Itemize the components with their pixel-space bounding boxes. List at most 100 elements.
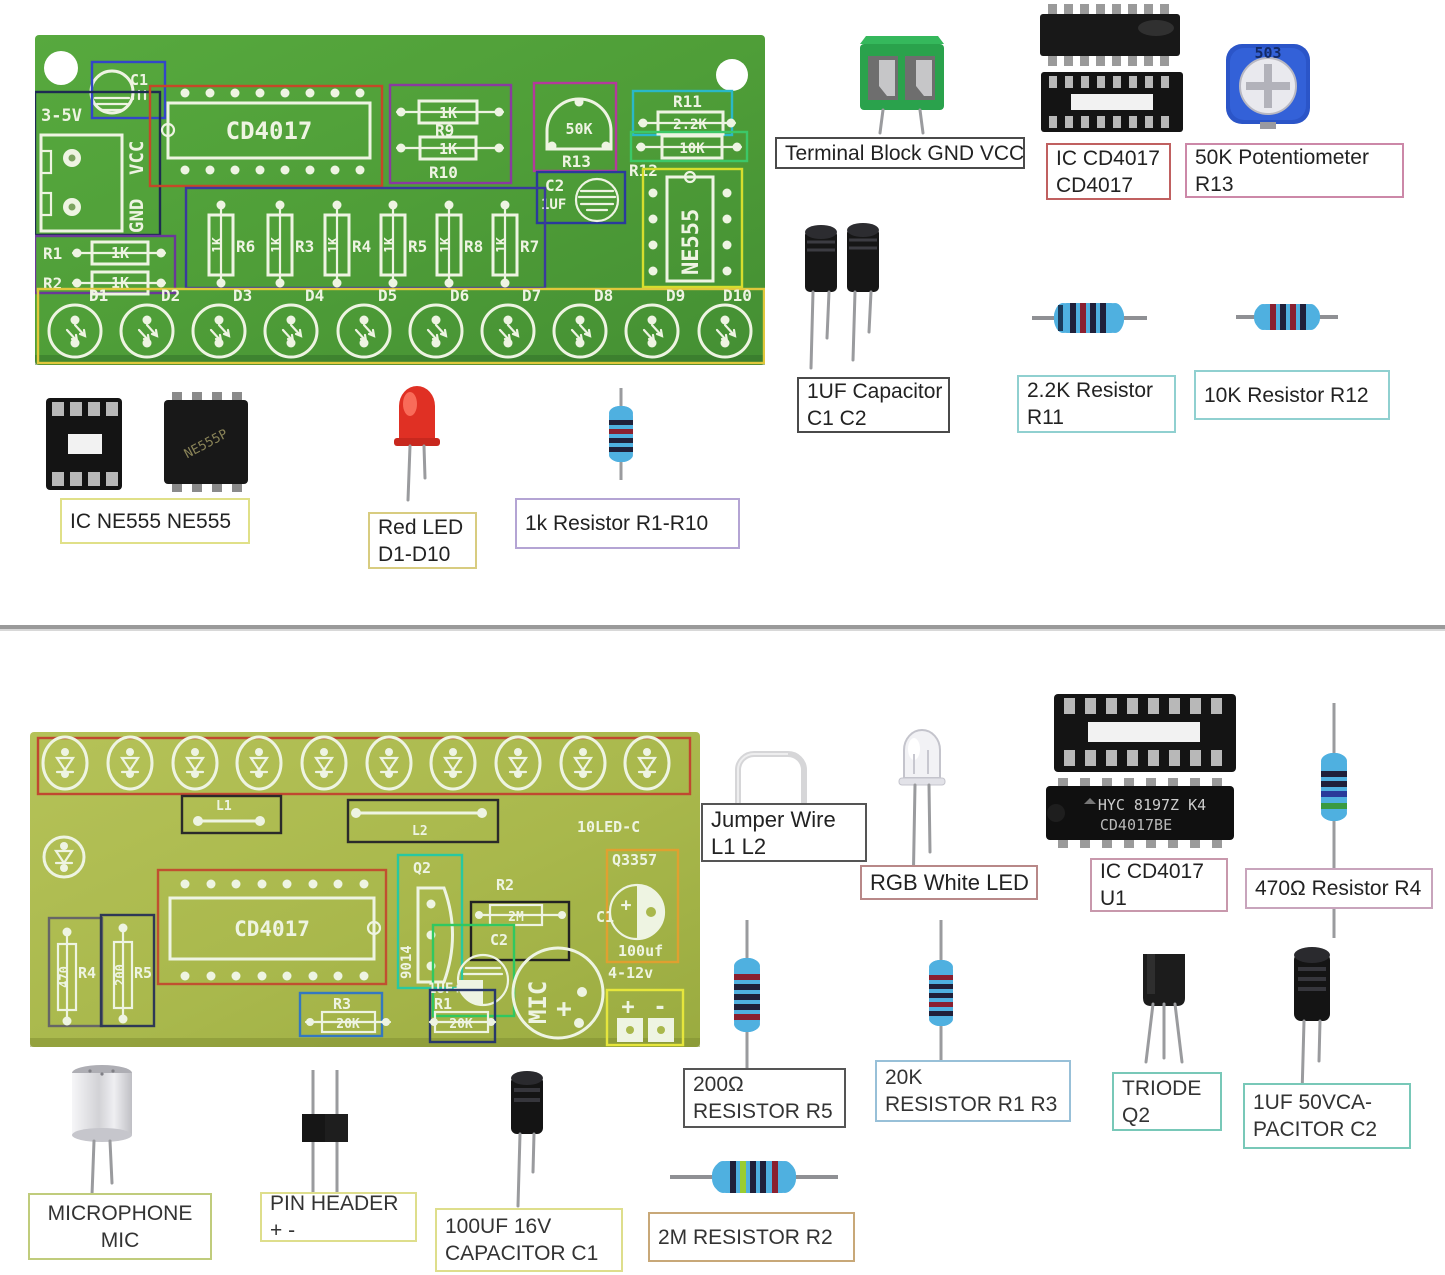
silk-r11-val: 2.2K bbox=[673, 117, 707, 133]
capacitors-1uf-photo bbox=[805, 223, 879, 370]
svg-text:C1: C1 bbox=[596, 908, 614, 926]
cd4017-footprint: CD4017 bbox=[148, 84, 384, 188]
svg-text:+: + bbox=[621, 995, 634, 1020]
ic-socket-8pin-photo bbox=[46, 398, 122, 490]
svg-text:1K: 1K bbox=[270, 237, 285, 253]
r4-footprint: 470 R4 bbox=[47, 916, 104, 1028]
svg-text:D7: D7 bbox=[522, 286, 541, 305]
jumper-l2-footprint: L2 bbox=[346, 798, 500, 844]
chip-marking-2: CD4017BE bbox=[1100, 816, 1172, 834]
svg-text:D1: D1 bbox=[89, 286, 108, 305]
chip-marking-1: HYC 8197Z K4 bbox=[1098, 796, 1206, 814]
label-terminal-block: Terminal Block GND VCC bbox=[775, 137, 1025, 169]
resistor-200-photo bbox=[734, 920, 760, 1070]
capacitor-100uf-photo bbox=[511, 1071, 543, 1208]
silk-r10-val: 1K bbox=[439, 140, 457, 158]
silk-r11: R11 bbox=[673, 92, 702, 111]
r3-footprint: R3 20K bbox=[298, 991, 392, 1038]
silk-c2-val: 1UF bbox=[541, 197, 566, 213]
ic-ne555-photo: NE555P bbox=[164, 392, 248, 492]
svg-text:R3: R3 bbox=[333, 995, 351, 1013]
svg-text:R2: R2 bbox=[496, 876, 514, 894]
silk-r5: R5 bbox=[408, 237, 427, 256]
r5-footprint: 200 R5 bbox=[99, 913, 156, 1028]
silk-r1-val: 1K bbox=[111, 244, 129, 262]
svg-text:D9: D9 bbox=[666, 286, 685, 305]
label-text: Terminal Block GND VCC bbox=[785, 141, 1025, 165]
microphone-photo bbox=[72, 1065, 132, 1197]
terminal-block-photo bbox=[860, 36, 944, 135]
label-rgb-white-led: RGB White LED bbox=[860, 865, 1038, 900]
svg-text:L2: L2 bbox=[412, 824, 428, 839]
silk-c1: C1 bbox=[130, 71, 148, 89]
capacitor-1uf-photo bbox=[1294, 947, 1330, 1097]
silk-c2: C2 bbox=[545, 176, 564, 195]
label-20k-resistor: 20K RESISTOR R1 R3 bbox=[875, 1060, 1071, 1122]
label-10k-resistor: 10K Resistor R12 bbox=[1194, 370, 1390, 420]
single-led-footprint bbox=[42, 835, 86, 879]
ic-socket-16pin-photo bbox=[1041, 72, 1183, 132]
jumper-l1-footprint: L1 bbox=[180, 794, 283, 835]
svg-text:200: 200 bbox=[113, 964, 127, 986]
mounting-hole bbox=[44, 51, 78, 85]
c2-footprint: C2 1UF bbox=[535, 170, 627, 225]
led-row-footprint: D1 D2 D3 D4 D5 D6 D7 D8 D9 D10 bbox=[36, 286, 765, 365]
label-jumper-wire: Jumper Wire L1 L2 bbox=[701, 803, 867, 862]
r2-c2-footprint: R2 2M C2 1UF+ bbox=[428, 876, 571, 1018]
ne555-footprint: NE555 bbox=[641, 167, 744, 289]
silk-r3: R3 bbox=[295, 237, 314, 256]
silk-board-name: 10LED-C bbox=[577, 818, 640, 836]
label-200-resistor: 200Ω RESISTOR R5 bbox=[683, 1068, 846, 1128]
svg-text:1K: 1K bbox=[439, 237, 454, 253]
label-50k-potentiometer: 50K Potentiometer R13 bbox=[1185, 143, 1404, 198]
label-470-resistor: 470Ω Resistor R4 bbox=[1245, 868, 1433, 909]
svg-text:Q2: Q2 bbox=[413, 859, 431, 877]
svg-text:D10: D10 bbox=[723, 286, 752, 305]
svg-text:D4: D4 bbox=[305, 286, 324, 305]
svg-text:C2: C2 bbox=[490, 931, 508, 949]
mounting-hole bbox=[716, 59, 748, 91]
resistor-2-2k-photo bbox=[1032, 303, 1147, 333]
silk-gnd: GND bbox=[126, 199, 148, 233]
svg-text:D2: D2 bbox=[161, 286, 180, 305]
silk-pot-val: 50K bbox=[565, 120, 592, 138]
label-pin-header: PIN HEADER + - bbox=[260, 1192, 417, 1242]
svg-text:1K: 1K bbox=[383, 237, 398, 253]
svg-text:-: - bbox=[653, 995, 666, 1020]
label-1uf-capacitor: 1UF Capacitor C1 C2 bbox=[797, 377, 950, 433]
white-led-photo bbox=[898, 729, 946, 898]
svg-text:+: + bbox=[556, 994, 572, 1024]
pot-marking: 503 bbox=[1254, 44, 1281, 62]
svg-text:MIC: MIC bbox=[524, 981, 552, 1024]
silk-r8: R8 bbox=[464, 237, 483, 256]
c1-footprint: Q3357 + C1 100uf 4-12v bbox=[596, 848, 680, 982]
silk-ne555: NE555 bbox=[679, 209, 704, 275]
svg-text:R4: R4 bbox=[78, 964, 96, 982]
label-ic-ne555: IC NE555 NE555 bbox=[60, 498, 250, 544]
section-divider bbox=[0, 625, 1445, 631]
ic-socket-16pin-photo bbox=[1054, 694, 1236, 772]
silk-r12-val: 10K bbox=[679, 141, 705, 157]
silk-r9-val: 1K bbox=[439, 104, 457, 122]
svg-text:+: + bbox=[621, 895, 632, 916]
ic-cd4017be-photo: HYC 8197Z K4 CD4017BE bbox=[1046, 778, 1234, 848]
led-row-footprint bbox=[36, 735, 692, 796]
svg-text:R1: R1 bbox=[434, 995, 452, 1013]
silk-pot-ref: R13 bbox=[562, 152, 591, 171]
label-1uf-50v-capacitor: 1UF 50VCA- PACITOR C2 bbox=[1243, 1083, 1411, 1149]
ic-cd4017-dip-photo bbox=[1040, 4, 1180, 66]
svg-text:CD4017: CD4017 bbox=[234, 917, 310, 941]
silk-r4: R4 bbox=[352, 237, 371, 256]
svg-text:D6: D6 bbox=[450, 286, 469, 305]
label-1k-resistor: 1k Resistor R1-R10 bbox=[515, 498, 740, 549]
resistor-10k-photo bbox=[1236, 304, 1338, 330]
label-2m-resistor: 2M RESISTOR R2 bbox=[648, 1212, 855, 1262]
resistor-1k-photo bbox=[609, 388, 633, 480]
silk-r9: R9 bbox=[435, 121, 454, 140]
bottom-pcb-board: L1 L2 10LED-C CD4017 bbox=[30, 732, 700, 1047]
resistor-2m-photo bbox=[670, 1161, 838, 1193]
svg-text:20K: 20K bbox=[336, 1017, 360, 1032]
svg-text:R5: R5 bbox=[134, 964, 152, 982]
r9-r10-footprint: 1K R9 1K R10 bbox=[388, 83, 513, 185]
